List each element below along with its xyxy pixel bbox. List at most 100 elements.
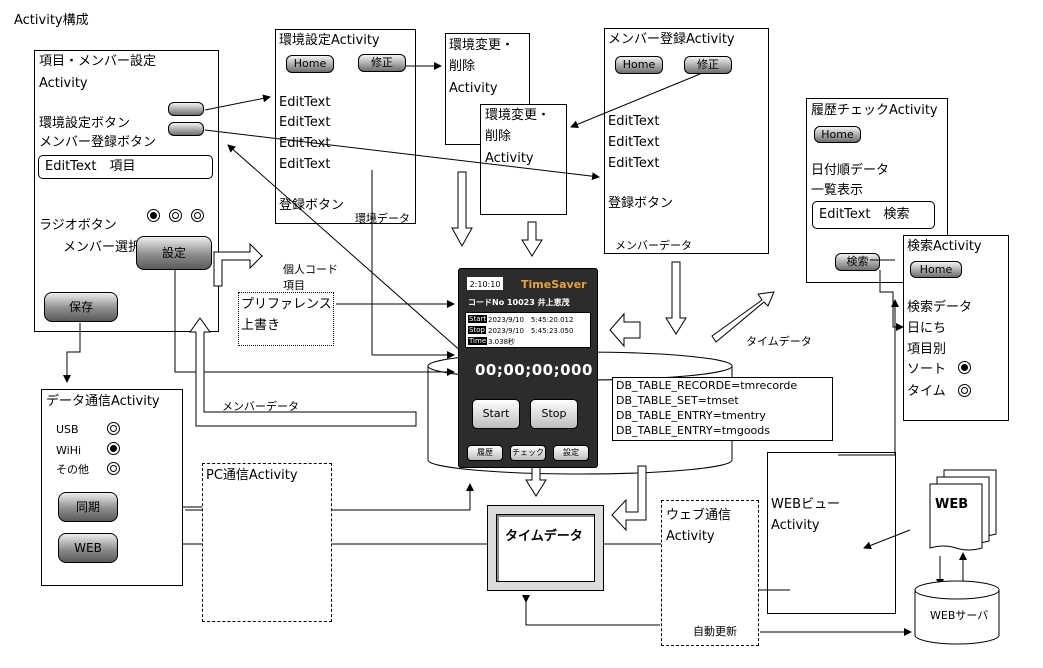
phone-stop-value: 2023/9/10 5:45:23.050 xyxy=(488,327,574,335)
data-comm-title: データ通信Activity xyxy=(46,394,160,409)
env-settings-button[interactable] xyxy=(168,102,204,116)
radio-button-label: ラジオボタン xyxy=(39,218,117,233)
member-register-button[interactable] xyxy=(168,122,204,136)
search-time-label: タイム xyxy=(907,384,946,399)
member-select-label: メンバー選択 xyxy=(63,240,142,255)
item-member-title: 項目・メンバー設定 xyxy=(39,54,157,69)
preference-line1: プリファレンス xyxy=(241,297,332,312)
personal-code-label: 個人コード xyxy=(283,263,338,276)
item-member-title-activity: Activity xyxy=(39,76,88,91)
db-table-3: DB_TABLE_ENTRY=tmentry xyxy=(616,409,766,422)
history-home-button[interactable]: Home xyxy=(814,126,861,143)
env-edittext-1[interactable]: EditText xyxy=(279,95,331,110)
member-data-arrow-label: メンバーデータ xyxy=(222,400,299,413)
phone-code-line: コードNo 10023 井上恵茂 xyxy=(468,298,570,307)
db-table-2: DB_TABLE_SET=tmset xyxy=(616,394,739,407)
page-title: Activity構成 xyxy=(14,13,89,28)
env-change-2-line1: 環境変更・ xyxy=(485,108,551,123)
search-line2: 日にち xyxy=(907,321,947,336)
member-edittext-3[interactable]: EditText xyxy=(608,156,660,171)
data-comm-usb-radio[interactable] xyxy=(107,422,120,435)
phone-time-tag: Time xyxy=(468,337,488,345)
web-comm-line1: ウェブ通信 xyxy=(666,508,732,523)
data-comm-usb-label: USB xyxy=(56,423,79,436)
phone-stop-tag: Stop xyxy=(468,326,486,334)
phone-history-button[interactable]: 履歴 xyxy=(467,445,503,461)
radio-option-2[interactable] xyxy=(169,209,182,222)
phone-stop-button[interactable]: Stop xyxy=(530,399,578,429)
web-view-activity-box xyxy=(767,452,896,614)
member-register-button-label: メンバー登録ボタン xyxy=(39,135,157,150)
web-comm-activity-box xyxy=(661,500,759,646)
phone-settings-button[interactable]: 設定 xyxy=(553,445,589,461)
member-fix-button[interactable]: 修正 xyxy=(684,56,732,74)
data-comm-other-label: その他 xyxy=(56,463,89,476)
data-comm-sync-button[interactable]: 同期 xyxy=(58,492,118,522)
phone-time-value: 3.038秒 xyxy=(488,338,516,346)
db-table-1: DB_TABLE_RECORDE=tmrecorde xyxy=(616,379,798,392)
history-search-button[interactable]: 検索 xyxy=(835,253,880,271)
web-server-label: WEBサーバ xyxy=(930,609,989,622)
phone-start-value: 2023/9/10 5:45:20.012 xyxy=(488,316,574,324)
env-edittext-2[interactable]: EditText xyxy=(279,115,331,130)
data-comm-web-button[interactable]: WEB xyxy=(58,533,118,563)
item-settings-button[interactable]: 設定 xyxy=(136,236,212,270)
search-time-radio[interactable] xyxy=(958,384,971,397)
time-data-box-frame xyxy=(487,505,604,591)
db-table-list xyxy=(612,377,833,441)
env-edittext-4[interactable]: EditText xyxy=(279,157,331,172)
data-comm-wifi-radio[interactable] xyxy=(107,442,120,455)
env-change-1-line3: Activity xyxy=(449,81,498,96)
member-register-title: メンバー登録Activity xyxy=(608,32,735,47)
member-home-button[interactable]: Home xyxy=(615,56,663,74)
history-check-title: 履歴チェックActivity xyxy=(811,103,938,118)
member-register-button[interactable]: 登録ボタン xyxy=(608,196,674,211)
search-line1: 検索データ xyxy=(907,300,973,315)
env-register-button[interactable]: 登録ボタン xyxy=(279,198,345,213)
phone-check-button[interactable]: チェック xyxy=(510,445,546,461)
time-data-arrow-label: タイムデータ xyxy=(746,335,812,348)
radio-option-3[interactable] xyxy=(191,209,204,222)
web-document-label: WEB xyxy=(935,497,969,512)
timesaver-phone-mockup: 2:10:10 TimeSaver コードNo 10023 井上恵茂 Start… xyxy=(458,268,598,468)
history-line1: 日付順データ xyxy=(811,163,890,178)
search-line3: 項目別 xyxy=(907,342,947,357)
env-edittext-3[interactable]: EditText xyxy=(279,136,331,151)
auto-update-label: 自動更新 xyxy=(693,625,737,638)
member-data-label-box: メンバーデータ xyxy=(615,239,692,252)
member-edittext-1[interactable]: EditText xyxy=(608,114,660,129)
data-comm-other-radio[interactable] xyxy=(107,462,120,475)
web-view-line1: WEBビュー xyxy=(771,497,840,512)
search-sort-label: ソート xyxy=(907,362,947,377)
phone-start-button[interactable]: Start xyxy=(472,399,520,429)
phone-timer: 00;00;00;000 xyxy=(475,361,593,379)
env-change-2-line3: Activity xyxy=(485,151,534,166)
env-data-label: 環境データ xyxy=(355,212,410,225)
phone-clock: 2:10:10 xyxy=(467,277,503,290)
phone-app-name: TimeSaver xyxy=(521,278,587,291)
env-change-1-line1: 環境変更・ xyxy=(449,38,515,53)
phone-info-panel: Start 2023/9/10 5:45:20.012 Stop 2023/9/… xyxy=(465,312,591,348)
item-save-button[interactable]: 保存 xyxy=(44,292,118,322)
history-search-edittext[interactable]: EditText 検索 xyxy=(812,201,935,229)
env-home-button[interactable]: Home xyxy=(286,55,334,73)
member-edittext-2[interactable]: EditText xyxy=(608,135,660,150)
preference-line2: 上書き xyxy=(241,318,281,333)
pc-comm-activity-box xyxy=(202,463,332,622)
item-label: 項目 xyxy=(283,279,305,292)
web-comm-line2: Activity xyxy=(666,529,715,544)
item-member-activity-box xyxy=(34,50,219,332)
search-title: 検索Activity xyxy=(907,239,982,254)
radio-option-1[interactable] xyxy=(147,209,160,222)
env-change-2-line2: 削除 xyxy=(485,129,512,144)
env-fix-button[interactable]: 修正 xyxy=(358,54,406,72)
env-change-1-line2: 削除 xyxy=(449,59,476,74)
env-settings-title: 環境設定Activity xyxy=(279,33,380,48)
data-comm-wifi-label: WiHi xyxy=(56,444,82,457)
search-home-button[interactable]: Home xyxy=(910,261,962,278)
web-view-line2: Activity xyxy=(771,518,820,533)
item-edittext[interactable]: EditText 項目 xyxy=(38,155,213,179)
env-settings-button-label: 環境設定ボタン xyxy=(39,116,131,131)
search-sort-radio[interactable] xyxy=(958,361,971,374)
history-line2: 一覧表示 xyxy=(811,183,864,198)
